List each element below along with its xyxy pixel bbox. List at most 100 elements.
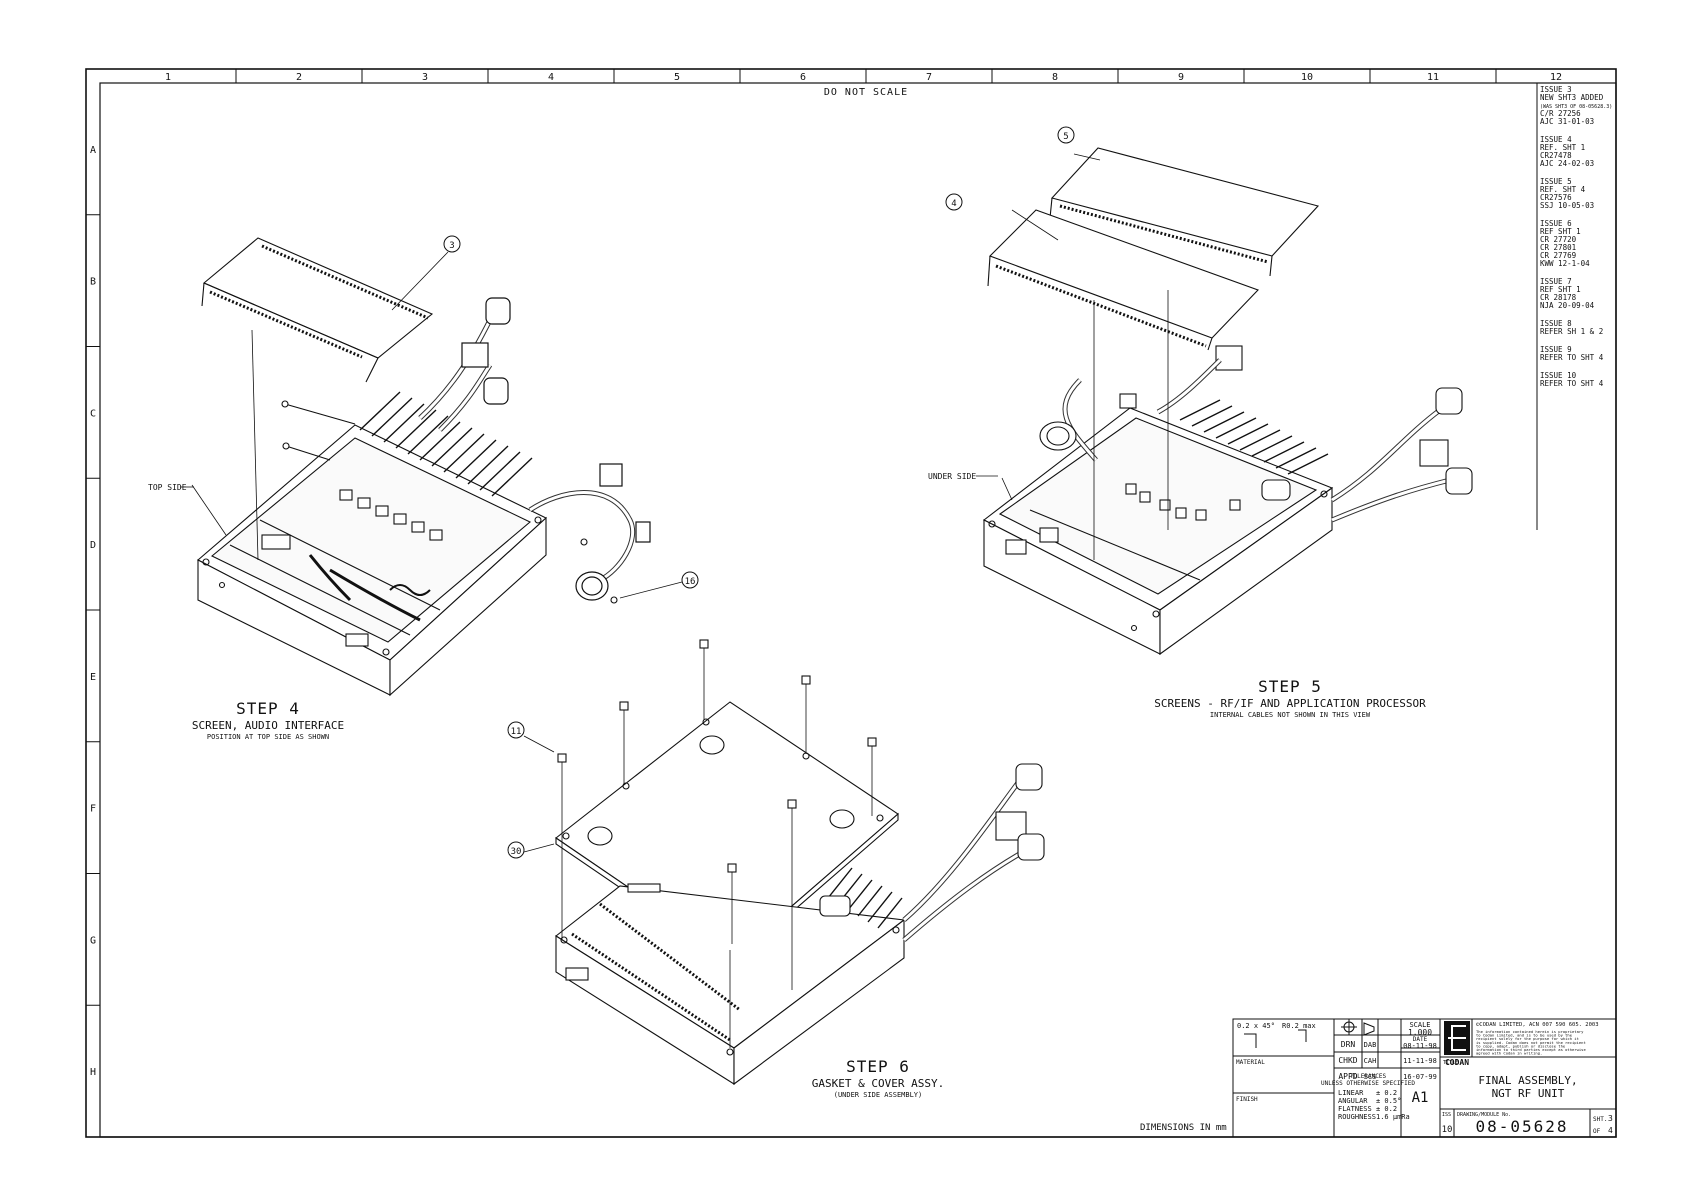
signoff-role: APPD [1338, 1072, 1357, 1081]
issue-entry-line: C/R 27256 [1540, 109, 1581, 118]
step5-subtitle: SCREENS - RF/IF AND APPLICATION PROCESSO… [1154, 697, 1426, 710]
issue-entry-line: CR 27769 [1540, 251, 1576, 260]
step5-side-label: UNDER SIDE [928, 472, 976, 481]
notice-line: recipient solely for the purpose for whi… [1476, 1036, 1579, 1041]
issue-entry-line: REF. SHT 4 [1540, 185, 1586, 194]
step6-cable-harness [902, 763, 1045, 942]
svg-text:11: 11 [511, 727, 522, 737]
step5-assembly-drawing [982, 147, 1473, 656]
zone-col-label: 1 [165, 72, 171, 83]
step4-subtitle: SCREEN, AUDIO INTERFACE [192, 719, 344, 732]
zone-row-label: G [90, 935, 96, 946]
issue-entry-line: ISSUE 9 [1540, 345, 1572, 354]
scale-value: 1.000 [1408, 1028, 1432, 1037]
step4-assembly-drawing [191, 237, 683, 697]
drawing-title-line2: NGT RF UNIT [1492, 1087, 1565, 1100]
issue-entry-line: ISSUE 10 [1540, 371, 1577, 380]
issue-entry-line: AJC 24-02-03 [1540, 159, 1594, 168]
signoff-initials: SCS [1364, 1073, 1377, 1081]
dimensions-note: DIMENSIONS IN mm [1140, 1123, 1227, 1133]
zone-col-label: 6 [800, 72, 806, 83]
tolerance-value: ± 0.2 [1376, 1089, 1397, 1097]
zone-col-label: 11 [1427, 72, 1439, 83]
zone-col-label: 7 [926, 72, 932, 83]
zone-row-label: H [90, 1067, 96, 1078]
drawing-number: 08-05628 [1475, 1117, 1568, 1136]
svg-text:16: 16 [685, 577, 696, 587]
step4-screen-part [201, 237, 434, 383]
issue-entry-line: ISSUE 6 [1540, 219, 1572, 228]
codan-logo-mark [1448, 1025, 1466, 1051]
zone-col-label: 8 [1052, 72, 1058, 83]
issue-entry-line: NJA 20-09-04 [1540, 301, 1595, 310]
issue-entry-line: ISSUE 3 [1540, 85, 1572, 94]
issue-entry-line: CR 27720 [1540, 235, 1577, 244]
title-block [1232, 1018, 1617, 1138]
radius-note: R0.2 max [1282, 1022, 1316, 1030]
balloon-4: 4 [945, 193, 963, 211]
edge-break-note: 0.2 x 45° [1237, 1022, 1275, 1030]
step6-assembly-drawing [523, 639, 1045, 1086]
issue-entry-line: REFER TO SHT 4 [1540, 379, 1604, 388]
signoff-date: 11-11-98 [1403, 1057, 1437, 1065]
tolerance-value: ± 0.2 [1376, 1105, 1397, 1113]
signoff-role: DRN [1341, 1040, 1356, 1049]
finish-label: FINISH [1236, 1096, 1258, 1103]
zone-col-label: 5 [674, 72, 680, 83]
issue-entry-line: CR 27801 [1540, 243, 1576, 252]
step5-screen-lower [987, 209, 1259, 351]
tolerance-value: 1.6 µmRa [1376, 1113, 1410, 1121]
notice-line: is supplied. Codan does not permit the r… [1476, 1040, 1586, 1045]
balloon-11: 11 [507, 721, 525, 739]
zone-col-label: 4 [548, 72, 554, 83]
balloon-3: 3 [443, 235, 461, 253]
step4-cable-harness [418, 297, 651, 601]
step5-note: INTERNAL CABLES NOT SHOWN IN THIS VIEW [1210, 711, 1371, 719]
step4-note: POSITION AT TOP SIDE AS SHOWN [207, 733, 329, 741]
zone-row-label: C [90, 408, 96, 419]
issue-entry-line: NEW SHT3 ADDED [1540, 93, 1604, 102]
step4-screws [281, 400, 618, 604]
issue-entry-line: ISSUE 7 [1540, 277, 1572, 286]
drawing-title-line1: FINAL ASSEMBLY, [1478, 1074, 1577, 1087]
tolerance-name: ANGULAR [1338, 1097, 1368, 1105]
issue-entry-line: ISSUE 4 [1540, 135, 1572, 144]
issue-number: 10 [1442, 1125, 1453, 1135]
zone-row-label: F [90, 804, 96, 815]
notice-line: information to third parties except as o… [1476, 1047, 1586, 1052]
zone-col-label: 9 [1178, 72, 1184, 83]
tolerance-value: ± 0.5° [1376, 1097, 1401, 1105]
issue-entry-line: REF. SHT 1 [1540, 143, 1585, 152]
issue-entry-line: (WAS SHT3 OF 08-05628.3) [1540, 104, 1612, 110]
notice-line: The information contained herein is prop… [1476, 1029, 1584, 1034]
signoff-initials: DAB [1364, 1041, 1377, 1049]
zone-row-label: A [90, 145, 96, 156]
signoff-date: 08-11-98 [1403, 1042, 1437, 1050]
proprietary-notice: The information contained herein is prop… [1476, 1029, 1586, 1056]
step6-screws [557, 639, 877, 1048]
date-label: DATE [1413, 1036, 1428, 1043]
issue-entry-line: REFER TO SHT 4 [1540, 353, 1604, 362]
scale-label: SCALE [1409, 1021, 1430, 1029]
copyright-line: ©CODAN LIMITED, ACN 007 590 605. 2003 [1476, 1022, 1599, 1028]
sheet-number: 3 [1608, 1114, 1613, 1123]
issue-entry-line: SSJ 10-05-03 [1540, 201, 1594, 210]
zone-col-label: 10 [1301, 72, 1313, 83]
balloon-5: 5 [1057, 126, 1075, 144]
issue-entry-line: REF SHT 1 [1540, 227, 1581, 236]
step5-cable-harness [1039, 345, 1473, 523]
svg-text:5: 5 [1063, 132, 1068, 142]
tolerance-name: LINEAR [1338, 1089, 1364, 1097]
issue-entry-line: CR 28178 [1540, 293, 1577, 302]
issue-entry-line: ISSUE 5 [1540, 177, 1572, 186]
zone-col-label: 3 [422, 72, 428, 83]
balloon-30: 30 [507, 841, 525, 859]
signoff-initials: CAH [1364, 1057, 1377, 1065]
title-label: TITLE [1443, 1060, 1458, 1066]
step5-title: STEP 5 [1258, 677, 1322, 696]
step6-title: STEP 6 [846, 1057, 910, 1076]
zone-col-label: 2 [296, 72, 302, 83]
